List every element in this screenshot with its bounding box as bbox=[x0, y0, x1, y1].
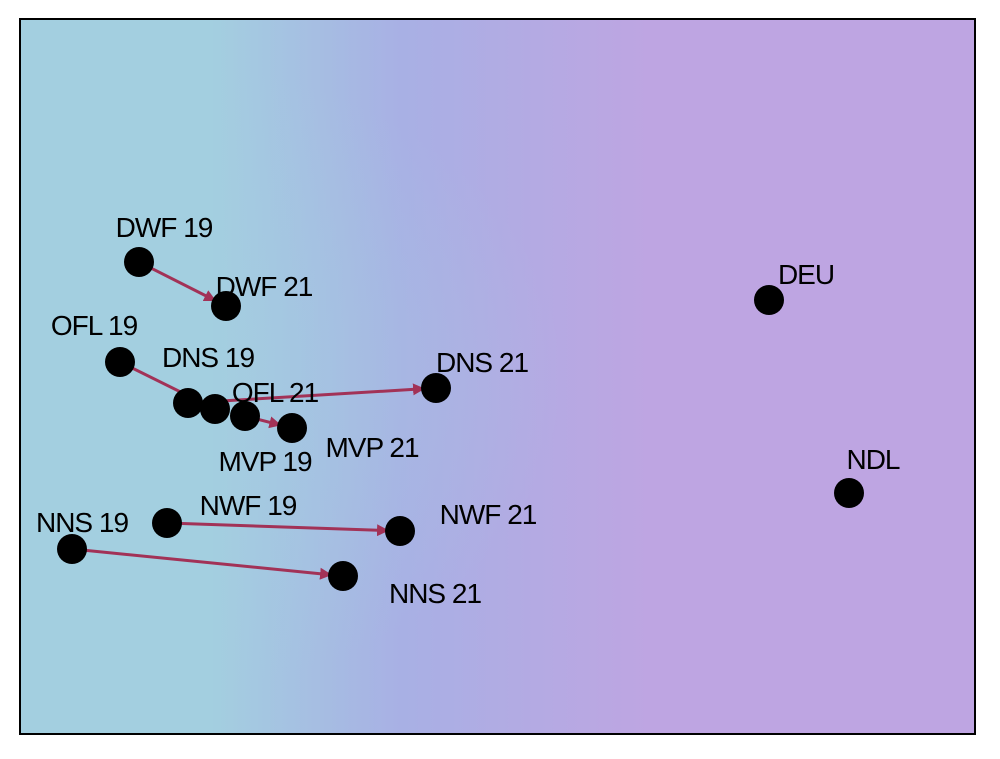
label-nwf-21: NWF 21 bbox=[440, 499, 537, 530]
label-dns-19: DNS 19 bbox=[162, 342, 254, 373]
plot-frame bbox=[19, 18, 976, 735]
label-nns-19: NNS 19 bbox=[36, 507, 128, 538]
plot-background-glow bbox=[20, 19, 975, 734]
label-nwf-19: NWF 19 bbox=[200, 490, 297, 521]
point-ndl bbox=[834, 478, 864, 508]
arrow-dwf-19-to-dwf-21 bbox=[141, 262, 217, 302]
point-dwf-21 bbox=[211, 291, 241, 321]
arrow-nns-19-to-nns-21 bbox=[74, 547, 333, 580]
label-dwf-19: DWF 19 bbox=[116, 212, 213, 243]
point-mvp-19 bbox=[230, 401, 260, 431]
point-deu bbox=[754, 285, 784, 315]
points-layer bbox=[57, 247, 864, 591]
label-ofl-21: OFL 21 bbox=[232, 377, 319, 408]
label-ofl-19: OFL 19 bbox=[51, 310, 138, 341]
point-dwf-19 bbox=[124, 247, 154, 277]
point-ofl-19 bbox=[105, 347, 135, 377]
label-dns-21: DNS 21 bbox=[436, 347, 528, 378]
label-deu: DEU bbox=[778, 259, 834, 290]
label-ndl: NDL bbox=[846, 444, 899, 475]
point-dns-21 bbox=[421, 373, 451, 403]
label-mvp-19: MVP 19 bbox=[218, 446, 312, 477]
arrow-nwf-19-to-nwf-21 bbox=[169, 521, 390, 537]
point-nns-19 bbox=[57, 534, 87, 564]
label-dwf-21: DWF 21 bbox=[216, 271, 313, 302]
label-mvp-21: MVP 21 bbox=[325, 432, 419, 463]
point-mvp-21 bbox=[277, 413, 307, 443]
point-dns-19 bbox=[173, 388, 203, 418]
point-nwf-19 bbox=[152, 508, 182, 538]
arrows-layer bbox=[74, 262, 426, 580]
arrow-dns-19-to-dns-21 bbox=[190, 383, 426, 405]
point-nwf-21 bbox=[385, 516, 415, 546]
point-nns-21 bbox=[328, 561, 358, 591]
point-ofl-21 bbox=[200, 394, 230, 424]
label-nns-21: NNS 21 bbox=[389, 578, 481, 609]
